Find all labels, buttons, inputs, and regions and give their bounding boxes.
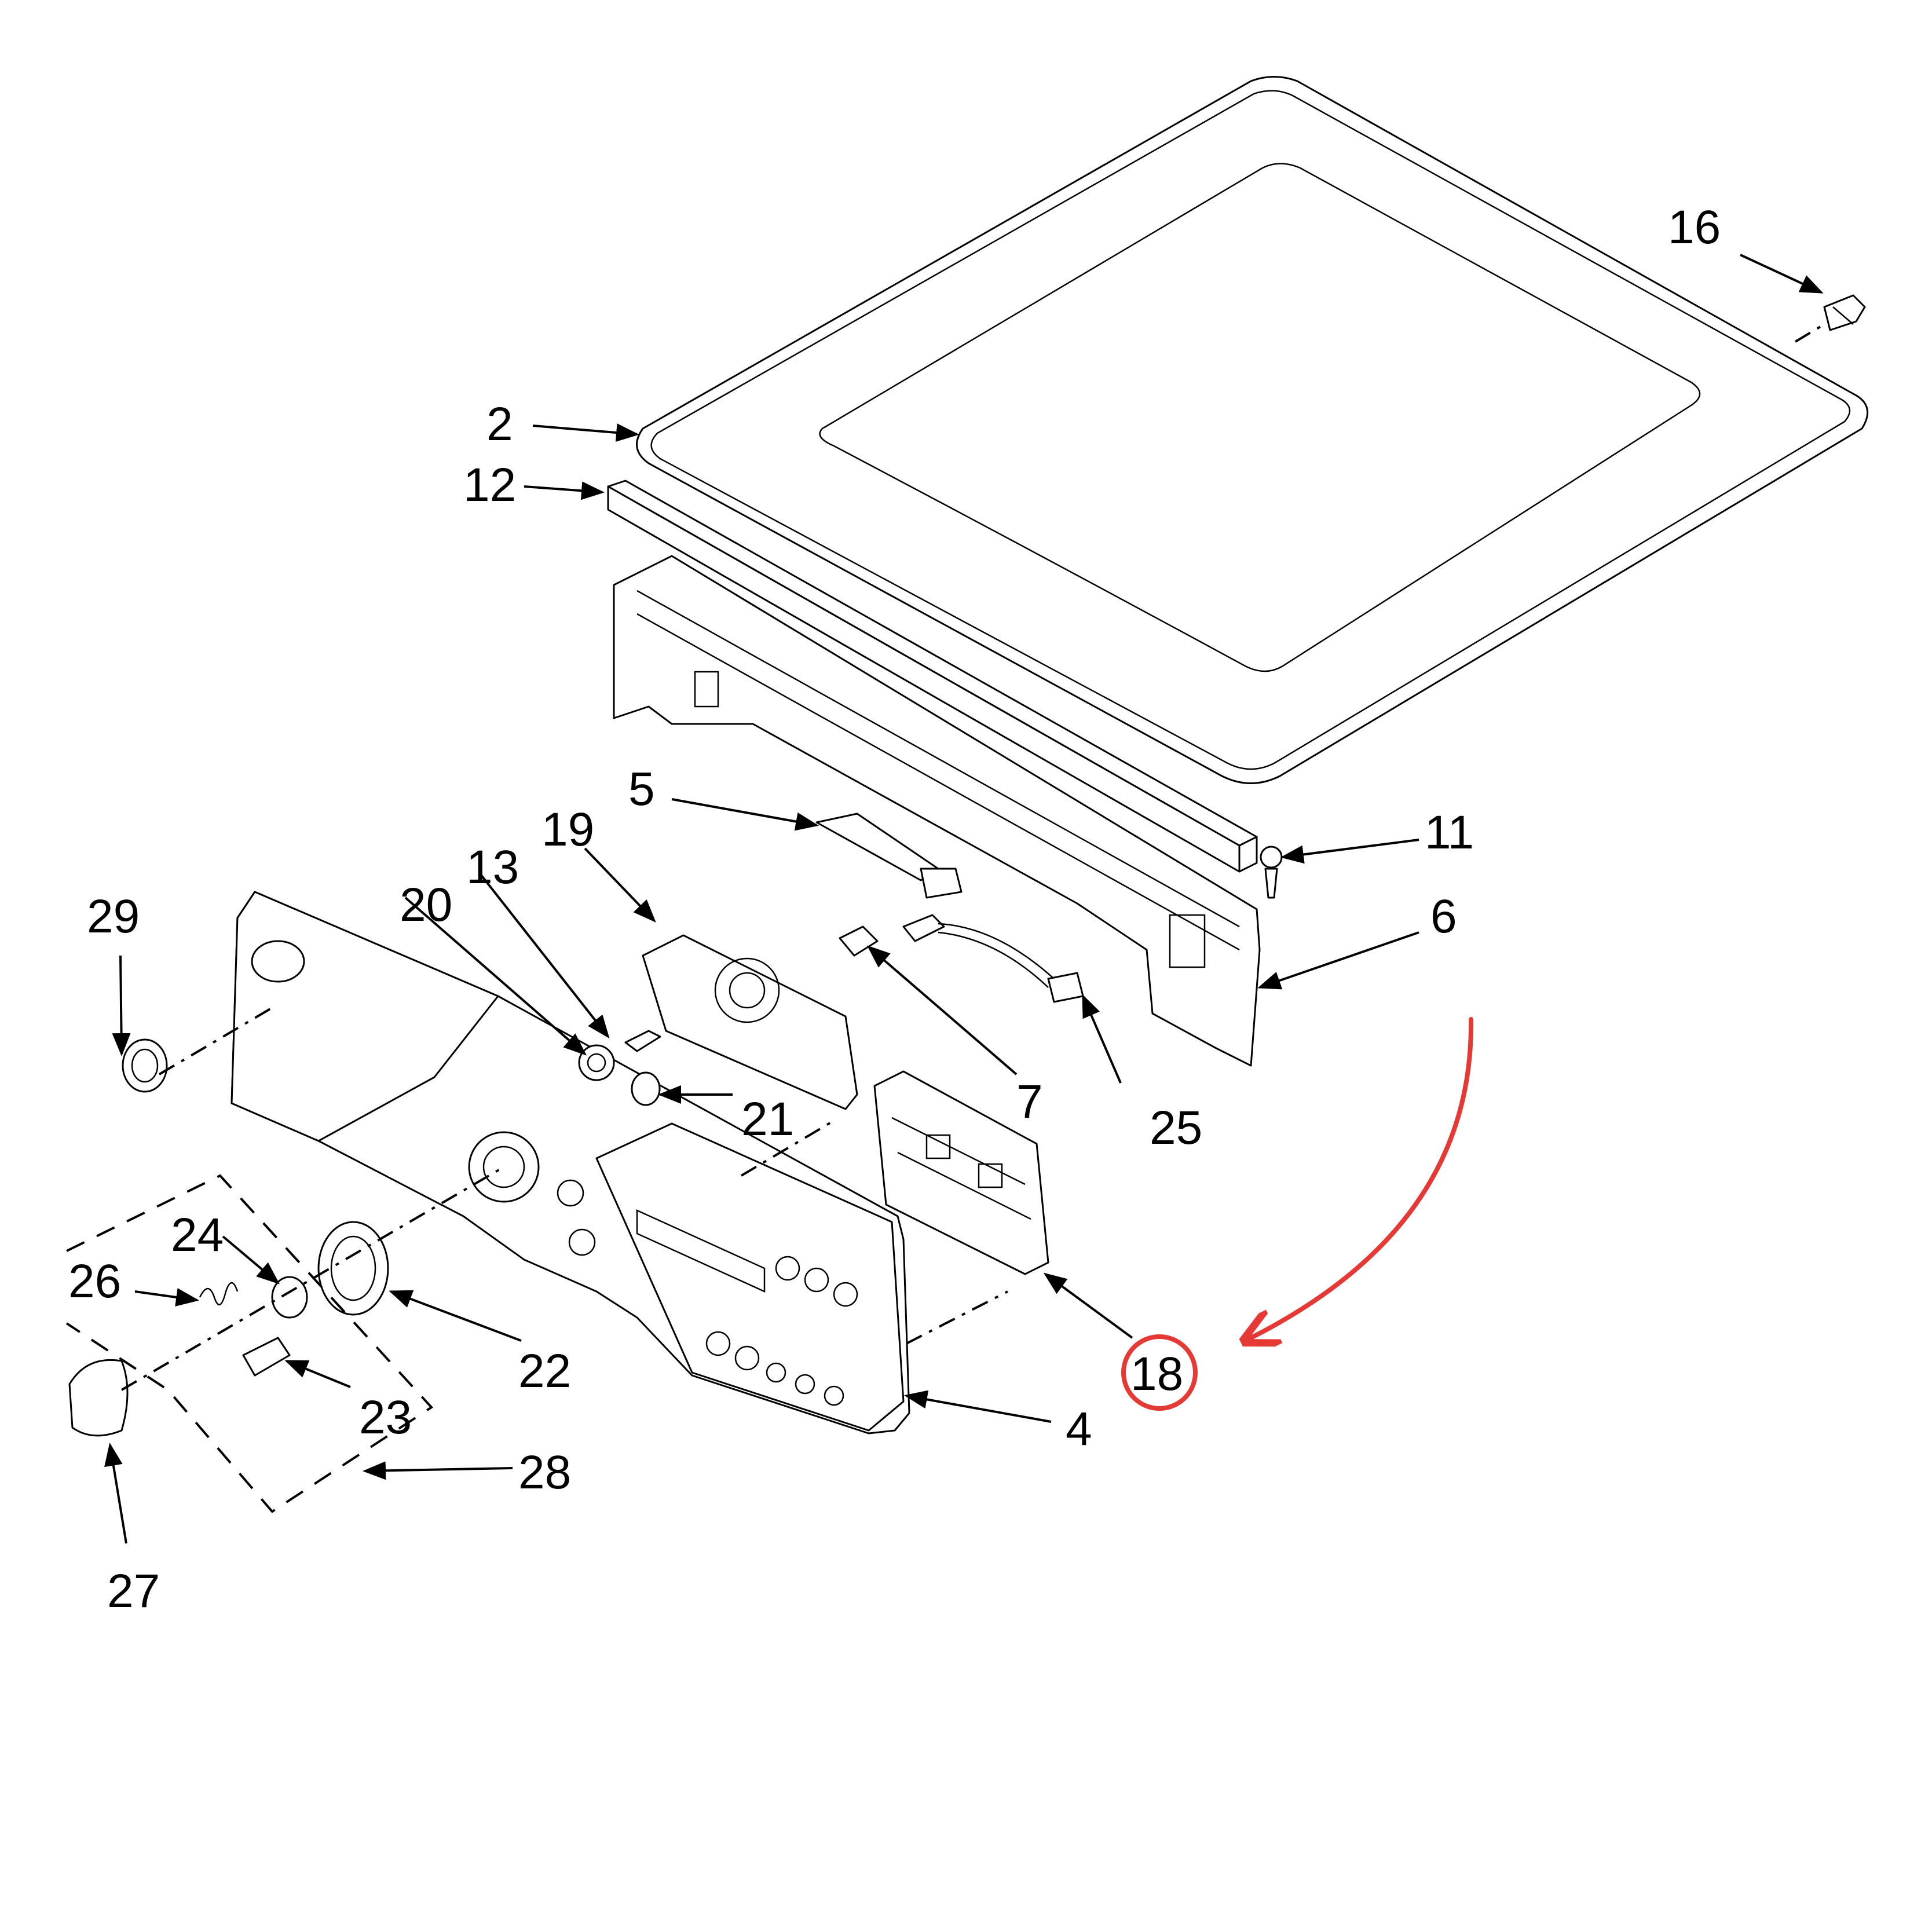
spring-part-26 (199, 1282, 239, 1305)
callout-16: 16 (1668, 201, 1721, 254)
callout-20: 20 (400, 879, 452, 931)
screw-part-16 (1823, 294, 1866, 331)
console-bracket-part-6 (613, 555, 1261, 1067)
control-board-part-18 (873, 1070, 1049, 1275)
callout-13: 13 (466, 841, 519, 894)
callout-26: 26 (68, 1255, 121, 1308)
callout-4: 4 (1066, 1403, 1092, 1455)
callout-6: 6 (1430, 890, 1457, 943)
callout-21: 21 (741, 1093, 794, 1146)
callout-28: 28 (518, 1446, 571, 1499)
front-strip-part-12 (607, 480, 1258, 873)
leader-lines (104, 254, 1824, 1544)
callout-2: 2 (486, 398, 513, 451)
ring-part-21 (631, 1071, 661, 1106)
highlight-circle (1121, 1334, 1198, 1411)
screw-part-11 (1260, 846, 1283, 899)
switch-part-23 (242, 1337, 291, 1377)
callout-12: 12 (463, 459, 516, 511)
knob-part-27 (68, 1359, 129, 1437)
gear-part-24 (271, 1276, 308, 1319)
callout-7: 7 (1016, 1075, 1043, 1128)
control-housing-part-19 (642, 934, 858, 1110)
callout-24: 24 (171, 1209, 224, 1261)
highlight-arrow (1245, 1017, 1474, 1341)
wire-harness-part-5 (815, 813, 963, 899)
callout-25: 25 (1150, 1102, 1202, 1154)
kit-boundary-part-28 (65, 1174, 434, 1513)
callout-labels: 2 12 16 5 11 6 19 13 20 29 21 7 25 18 24… (68, 201, 1721, 1618)
callout-23: 23 (359, 1391, 412, 1444)
callout-29: 29 (87, 890, 140, 943)
alignment-lines (120, 323, 1825, 1391)
gear-part-20 (578, 1044, 615, 1081)
callout-19: 19 (541, 803, 594, 856)
wire-harness-part-25 (902, 914, 1084, 1003)
top-panel-part-2 (636, 76, 1869, 784)
console-part-4 (230, 891, 910, 1435)
spring-part-13 (624, 1030, 661, 1052)
callout-22: 22 (518, 1345, 571, 1397)
highlight-annotation (1121, 1017, 1474, 1411)
knob-ring-part-22 (317, 1221, 389, 1316)
callout-27: 27 (107, 1565, 160, 1618)
clip-part-7 (839, 925, 879, 957)
callout-5: 5 (628, 763, 655, 815)
badge-part-29 (122, 1038, 168, 1093)
callout-11: 11 (1425, 806, 1474, 859)
callout-18: 18 (1130, 1348, 1183, 1400)
